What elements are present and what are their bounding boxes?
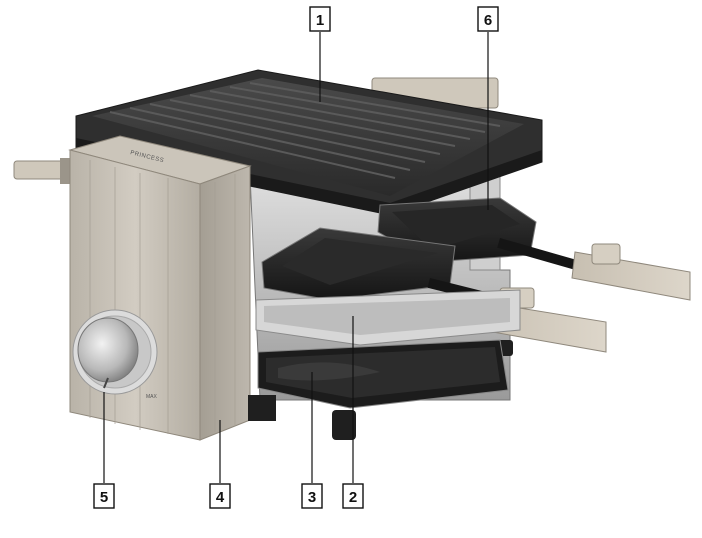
callout-5: 5 [93,483,115,509]
callout-label: 6 [484,12,492,29]
bottom-tray [257,339,509,409]
callout-1: 1 [309,6,331,32]
leader-lines [103,32,489,483]
upper-pan-handle [571,243,691,301]
callout-label: 1 [316,12,324,29]
callout-4: 4 [209,483,231,509]
pan-tray-steel [255,289,521,346]
grill-plate [75,69,543,216]
temperature-knob[interactable]: MAX [72,309,158,400]
callout-3: 3 [301,483,323,509]
callout-label: 3 [308,489,316,506]
callout-label: 4 [216,489,225,506]
dial-max-label: MAX [146,394,158,400]
callout-2: 2 [342,483,364,509]
left-side-handle [13,158,76,184]
callout-label: 2 [349,489,357,506]
callout-6: 6 [477,6,499,32]
wooden-control-box: PRINCESS [68,135,276,441]
callout-label: 5 [100,489,108,506]
